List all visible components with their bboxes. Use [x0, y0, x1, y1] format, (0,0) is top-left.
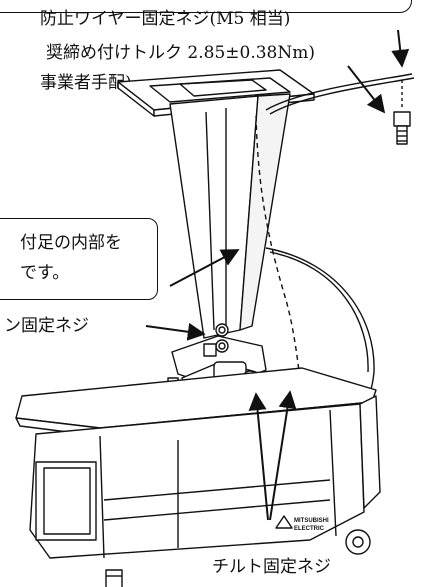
wire-end-screw	[265, 73, 415, 145]
support-column	[169, 93, 291, 339]
middle-callout-line-2: です。	[20, 263, 70, 283]
arrow-top-right	[391, 29, 410, 68]
middle-callout-frame	[0, 218, 158, 300]
arrow-wire-screw	[347, 65, 386, 114]
arrow-middle	[169, 249, 240, 287]
top-callout-line-2: 奨締め付けトルク 2.85±0.38Nm)	[46, 43, 315, 63]
camera-housing	[15, 367, 381, 587]
arrow-pan-screw	[145, 322, 206, 341]
arrow-tilt-1	[248, 392, 269, 521]
safety-wire-dashed	[255, 115, 303, 401]
middle-callout-line-1: 付足の内部を	[20, 233, 122, 253]
pan-screw-label: ン固定ネジ	[4, 316, 89, 336]
arrow-tilt-2	[269, 390, 297, 521]
top-callout-line-1: 防止ワイヤー固定ネジ(M5 相当)	[40, 9, 291, 29]
tilt-screw-label: チルト固定ネジ	[212, 557, 331, 577]
top-callout-line-3: 事業者手配)	[40, 73, 132, 93]
